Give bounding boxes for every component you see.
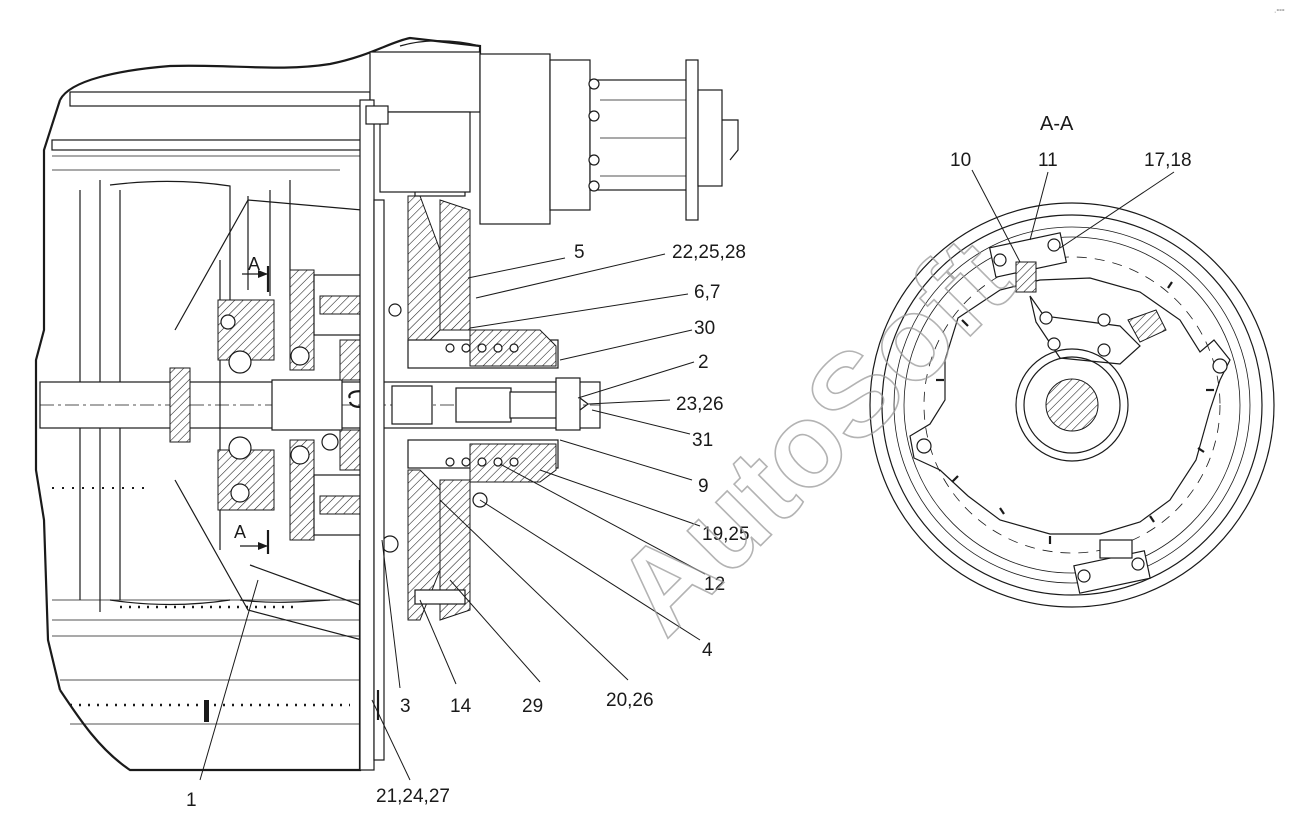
- callout-20-26: 20,26: [606, 690, 654, 711]
- section-view-a-a: A-A: [869, 113, 1275, 608]
- callout-22-25-28: 22,25,28: [672, 242, 746, 263]
- callout-6-7: 6,7: [694, 282, 720, 303]
- hub-circle: [1015, 348, 1129, 462]
- top-bar: [69, 91, 371, 107]
- top-bar-2: [51, 139, 363, 151]
- callout-11: 11: [1038, 150, 1058, 171]
- perforations: [52, 487, 350, 722]
- housing-bottom: [59, 560, 362, 772]
- callout-10: 10: [950, 150, 971, 171]
- top-clamp: [988, 232, 1167, 365]
- callout-17-18: 17,18: [1144, 150, 1192, 171]
- callouts-left: 5 22,25,28 6,7 30 2 23,26 31 9 19,25 12 …: [186, 242, 750, 811]
- section-mark-bottom-label: A: [234, 522, 246, 542]
- housing-left-edge: [34, 99, 62, 691]
- pulley-assembly: [381, 181, 589, 621]
- spring-coils: [445, 343, 519, 467]
- callouts-right: 10 11 17,18: [950, 150, 1192, 171]
- callout-1: 1: [186, 790, 197, 811]
- callout-9: 9: [698, 476, 709, 497]
- callout-12: 12: [704, 574, 725, 595]
- callout-31: 31: [692, 430, 713, 451]
- mounting-plate: [359, 99, 389, 771]
- callout-4: 4: [702, 640, 713, 661]
- perimeter-slots: [936, 281, 1214, 544]
- corner-mark: ·°°°: [1274, 8, 1285, 16]
- callout-5: 5: [574, 242, 585, 263]
- callout-30: 30: [694, 318, 715, 339]
- callout-23-26: 23,26: [676, 394, 724, 415]
- housing-outline: [59, 36, 482, 101]
- bottom-clamp: [1073, 539, 1151, 594]
- outer-ring: [869, 202, 1275, 608]
- clutch-housing: [909, 277, 1231, 535]
- leader-lines-right: [971, 169, 1175, 263]
- sectional-view: A A 5 22,2: [34, 36, 750, 811]
- callout-14: 14: [450, 696, 472, 717]
- leader-lines-left: [199, 253, 706, 781]
- section-title: A-A: [1040, 113, 1074, 135]
- callout-21-24-27: 21,24,27: [376, 786, 450, 807]
- top-bracket: [369, 40, 739, 225]
- callout-3: 3: [400, 696, 411, 717]
- section-mark-top-label: A: [248, 254, 260, 274]
- callout-29: 29: [522, 696, 543, 717]
- callout-2: 2: [698, 352, 709, 373]
- main-shaft: [39, 367, 601, 443]
- watermark-text: AutoSoft: [591, 213, 1037, 659]
- section-marks: A A: [234, 254, 270, 554]
- shaft-section: [1045, 378, 1099, 432]
- callout-19-25: 19,25: [702, 524, 750, 545]
